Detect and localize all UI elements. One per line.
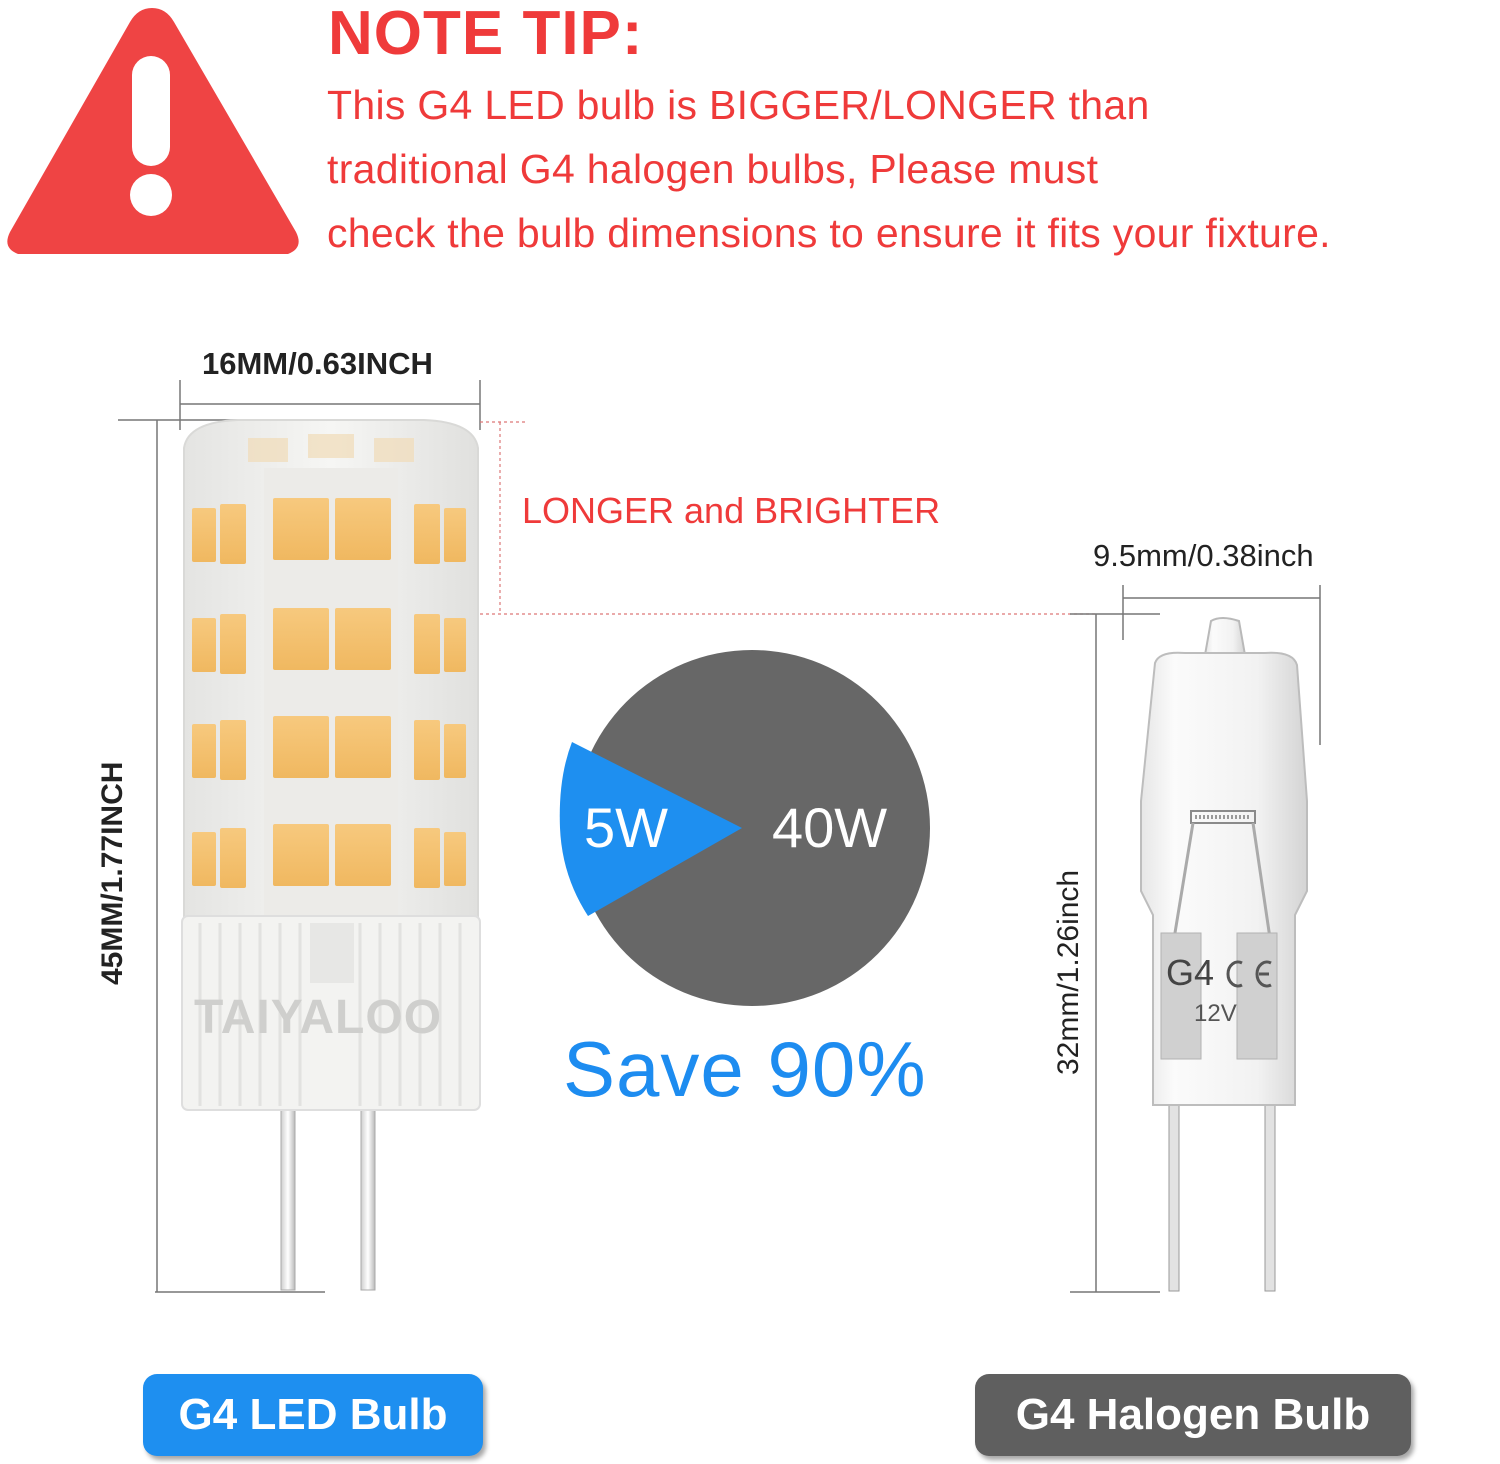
longer-brighter-callout: LONGER and BRIGHTER [522,490,941,531]
led-height-label: 45MM/1.77INCH [96,761,129,985]
led-watt-slice [559,742,742,916]
wattage-pie [559,650,930,1006]
halogen-bulb-label: G4 Halogen Bulb [975,1374,1411,1456]
warning-triangle-icon [7,8,299,254]
led-bulb-label: G4 LED Bulb [143,1374,483,1456]
halogen-height-label: 32mm/1.26inch [1052,869,1085,1075]
save-percentage: Save 90% [563,1025,927,1113]
halogen-watt-slice [574,650,930,1006]
ce-mark [1226,960,1272,988]
note-line-3: check the bulb dimensions to ensure it f… [327,210,1331,256]
halogen-bulb-image [1140,617,1308,1292]
halogen-bulb-label-text: G4 Halogen Bulb [1015,1390,1371,1439]
halogen-watt-label: 40W [772,796,888,859]
led-width-label: 16MM/0.63INCH [202,346,433,381]
note-line-2: traditional G4 halogen bulbs, Please mus… [327,146,1099,192]
led-bulb-label-text: G4 LED Bulb [178,1390,448,1439]
brand-watermark: TAIYALOO [194,991,443,1044]
note-title: NOTE TIP: [328,0,644,68]
halogen-voltage-marking: 12V [1194,1000,1237,1027]
halogen-width-label: 9.5mm/0.38inch [1093,538,1314,573]
led-bulb-image [181,419,481,1291]
halogen-type-marking: G4 [1166,952,1215,993]
led-watt-label: 5W [584,796,668,859]
note-line-1: This G4 LED bulb is BIGGER/LONGER than [327,82,1150,128]
